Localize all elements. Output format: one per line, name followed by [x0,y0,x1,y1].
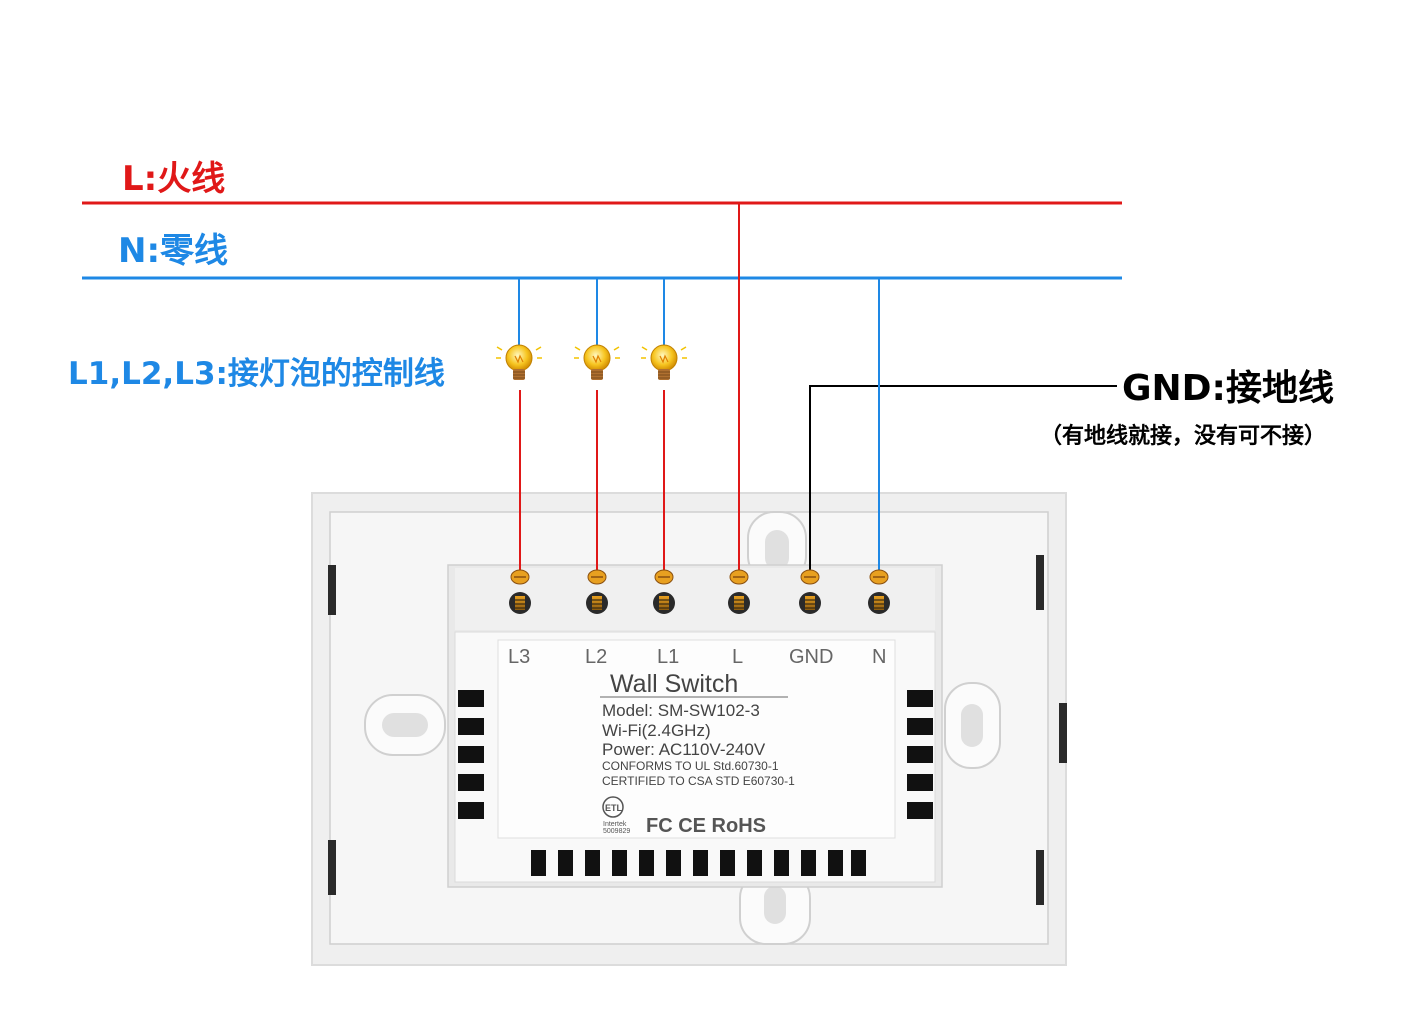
terminal-label: L [732,646,743,668]
svg-text:ETL: ETL [605,803,623,813]
intertek-number: 5009829 [603,828,630,835]
bulb-icon-l1 [640,344,688,381]
device-certified: CERTIFIED TO CSA STD E60730-1 [602,774,795,788]
device-conforms: CONFORMS TO UL Std.60730-1 [602,759,779,773]
neutral-label: N:零线 [118,231,228,271]
etl-logo-icon: ETL [602,796,624,818]
bulb-icon-l3 [495,344,543,381]
terminal-label: GND [789,646,833,668]
live-label: L:火线 [122,159,225,199]
device-power: Power: AC110V-240V [602,740,766,759]
intertek-label: Intertek [603,821,627,828]
terminal-label: N [872,646,886,668]
terminal-label: L2 [585,646,607,668]
ground-label: GND:接地线 [1122,368,1334,409]
device-wifi: Wi-Fi(2.4GHz) [602,721,711,740]
device-model: Model: SM-SW102-3 [602,701,760,720]
wiring [518,203,1117,575]
bulb-icon-l2 [573,344,621,381]
control-label: L1,L2,L3:接灯泡的控制线 [68,356,445,392]
cert-marks: FC CE RoHS [646,815,766,837]
switch-backplate [311,492,1067,966]
terminal-label: L1 [657,646,679,668]
terminal-label: L3 [508,646,530,668]
ground-note: （有地线就接，没有可不接） [1040,423,1326,449]
device-title: Wall Switch [610,670,738,698]
